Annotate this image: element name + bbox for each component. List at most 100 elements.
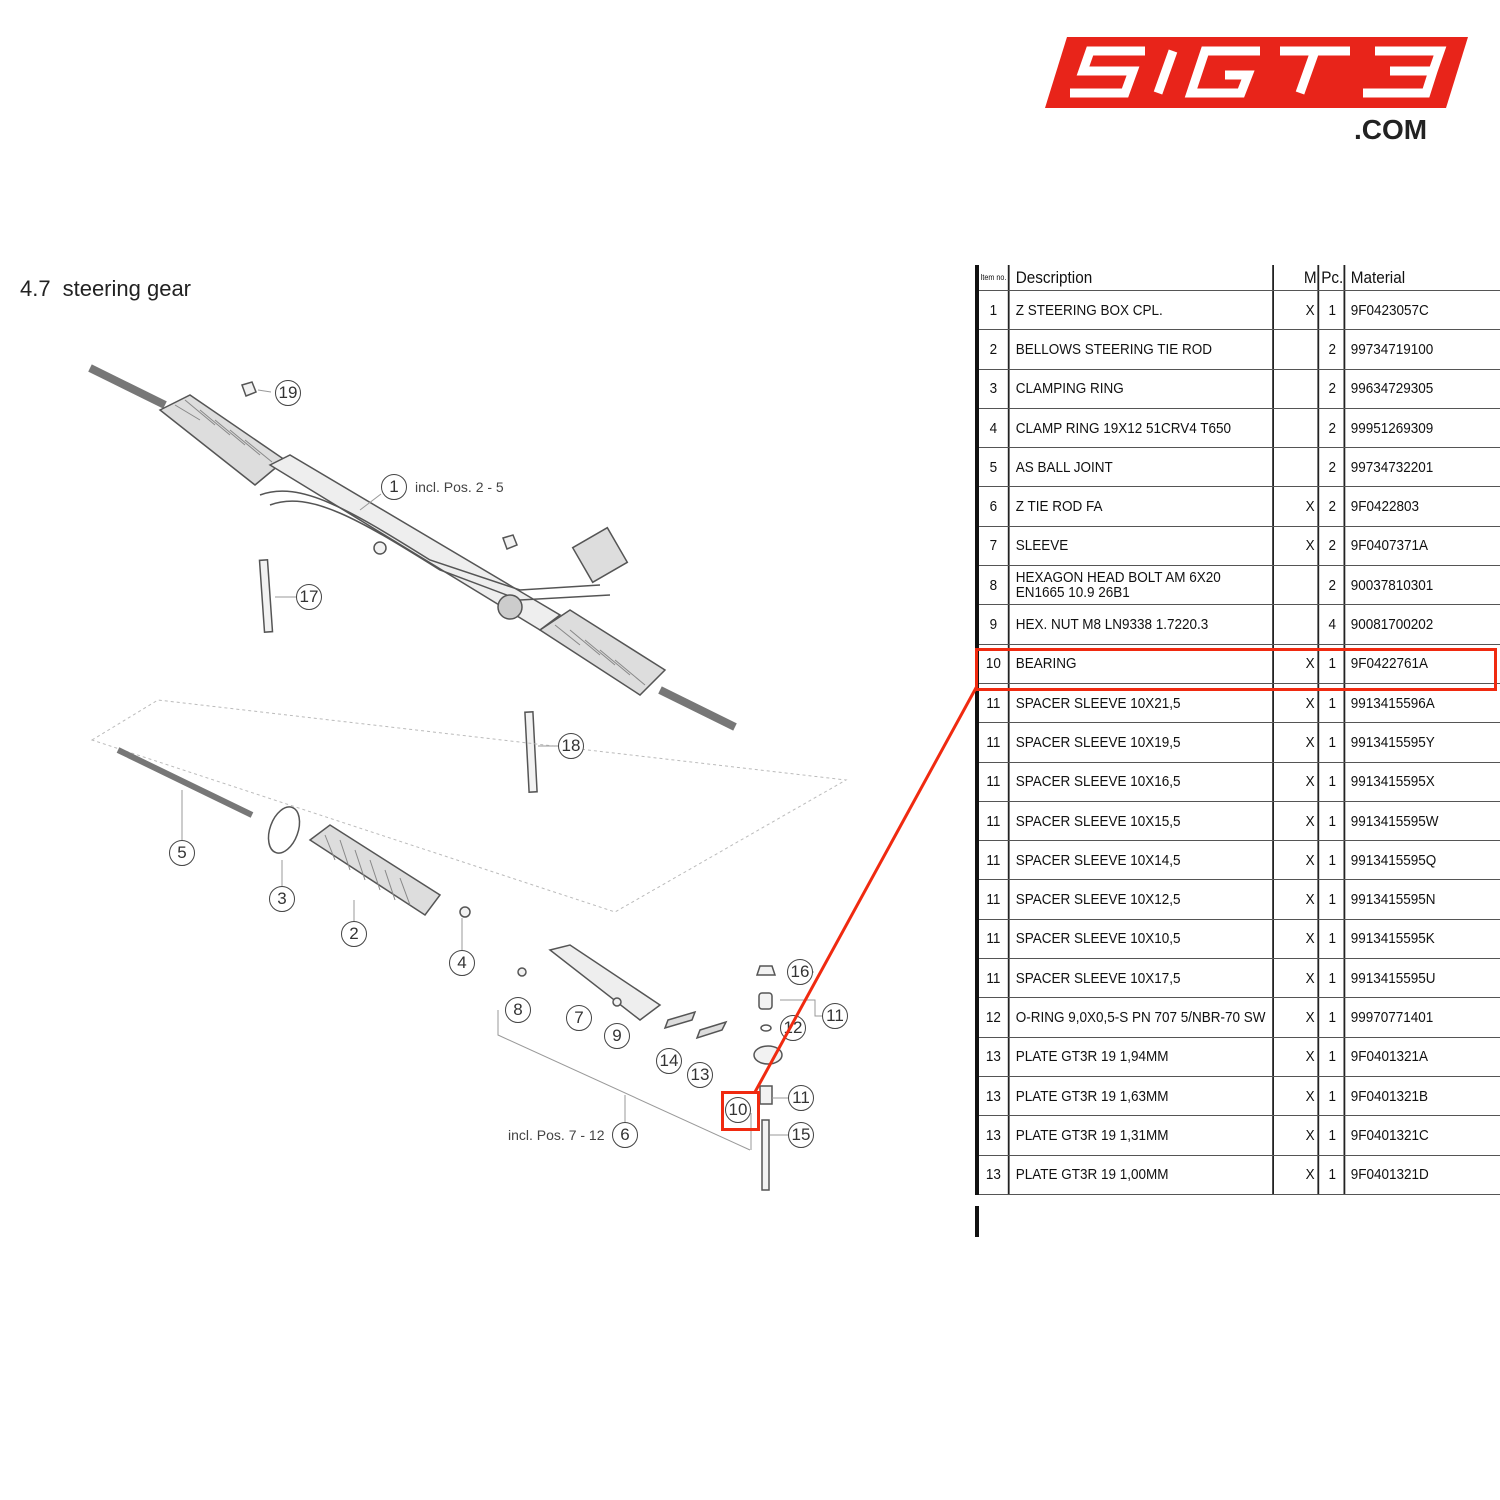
cell-m: X <box>1303 841 1320 880</box>
cell-item: 5 <box>979 448 1010 487</box>
cell-description: PLATE GT3R 19 1,63MM <box>1013 1076 1274 1116</box>
callout-11-lower[interactable]: 11 <box>788 1085 814 1111</box>
cell-pc: 2 <box>1321 448 1346 487</box>
cell-item: 4 <box>979 408 1010 448</box>
callout-11[interactable]: 11 <box>822 1003 848 1029</box>
header-m: M <box>1303 265 1320 290</box>
cell-item: 1 <box>979 291 1010 330</box>
callout-15[interactable]: 15 <box>788 1122 814 1148</box>
cell-material: 99734732201 <box>1350 458 1434 476</box>
callout-8[interactable]: 8 <box>505 997 531 1023</box>
cell-description: AS BALL JOINT <box>1013 448 1274 487</box>
callout-18[interactable]: 18 <box>558 733 584 759</box>
cell-pc: 1 <box>1321 919 1346 959</box>
callout-4[interactable]: 4 <box>449 950 475 976</box>
cell-item: 11 <box>979 880 1010 919</box>
cell-item: 6 <box>979 487 1010 526</box>
cell-pc: 1 <box>1321 1155 1346 1194</box>
cell-pc: 1 <box>1321 1037 1346 1076</box>
cell-description: PLATE GT3R 19 1,31MM <box>1013 1116 1274 1155</box>
cell-pc: 1 <box>1321 841 1346 880</box>
cell-item: 11 <box>979 723 1010 762</box>
cell-material: 99951269309 <box>1350 419 1434 437</box>
header-material: Material <box>1350 267 1406 287</box>
cell-description: O-RING 9,0X0,5-S PN 707 5/NBR-70 SW <box>1013 998 1274 1037</box>
callout-10[interactable]: 10 <box>725 1097 751 1123</box>
cell-description: SPACER SLEEVE 10X14,5 <box>1013 841 1274 880</box>
callout-2[interactable]: 2 <box>341 921 367 947</box>
cell-material: 9F0401321A <box>1350 1048 1429 1066</box>
cell-description: SPACER SLEEVE 10X16,5 <box>1013 762 1274 801</box>
callout-16[interactable]: 16 <box>787 959 813 985</box>
cell-description: BEARING <box>1013 644 1274 683</box>
table-header: Item no. Description M Pc. Material <box>979 265 1500 291</box>
cell-item: 3 <box>979 369 1010 408</box>
cell-m: X <box>1303 644 1320 683</box>
logo-domain-suffix: .COM <box>1354 114 1428 145</box>
cell-description: BELLOWS STEERING TIE ROD <box>1013 330 1274 369</box>
note-incl-pos-7-12: incl. Pos. 7 - 12 <box>508 1127 605 1143</box>
cell-m: X <box>1303 723 1320 762</box>
cell-description: HEXAGON HEAD BOLT AM 6X20 EN1665 10.9 26… <box>1013 566 1274 605</box>
cell-item: 11 <box>979 841 1010 880</box>
cell-material: 9913415595W <box>1350 812 1439 830</box>
cell-pc: 1 <box>1321 683 1346 723</box>
cell-description: HEX. NUT M8 LN9338 1.7220.3 <box>1013 605 1274 644</box>
cell-pc: 2 <box>1321 566 1346 605</box>
cell-material: 9F0401321B <box>1350 1087 1429 1105</box>
cell-pc: 1 <box>1321 1076 1346 1116</box>
callout-19[interactable]: 19 <box>275 380 301 406</box>
cell-m <box>1303 605 1320 644</box>
cell-description: PLATE GT3R 19 1,94MM <box>1013 1037 1274 1076</box>
callout-7[interactable]: 7 <box>566 1005 592 1031</box>
cell-pc: 1 <box>1321 801 1346 841</box>
callout-5[interactable]: 5 <box>169 840 195 866</box>
cell-description: SPACER SLEEVE 10X17,5 <box>1013 959 1274 998</box>
callout-17[interactable]: 17 <box>296 584 322 610</box>
cell-pc: 1 <box>1321 723 1346 762</box>
cell-material: 9913415595U <box>1350 969 1436 987</box>
callout-6[interactable]: 6 <box>612 1122 638 1148</box>
callout-9[interactable]: 9 <box>604 1023 630 1049</box>
cell-pc: 2 <box>1321 330 1346 369</box>
callout-3[interactable]: 3 <box>269 886 295 912</box>
highlight-callout-10 <box>721 1091 760 1131</box>
brand-logo <box>1045 37 1468 108</box>
highlight-row-10 <box>975 648 1497 691</box>
cell-material: 9913415595Y <box>1350 733 1435 751</box>
cell-material: 99970771401 <box>1350 1008 1434 1026</box>
cell-material: 9913415595K <box>1350 930 1435 948</box>
callout-14[interactable]: 14 <box>656 1048 682 1074</box>
cell-item: 9 <box>979 605 1010 644</box>
callout-1[interactable]: 1 <box>381 474 407 500</box>
callout-12[interactable]: 12 <box>780 1015 806 1041</box>
callout-13[interactable]: 13 <box>687 1062 713 1088</box>
cell-m: X <box>1303 291 1320 330</box>
cell-pc: 2 <box>1321 408 1346 448</box>
